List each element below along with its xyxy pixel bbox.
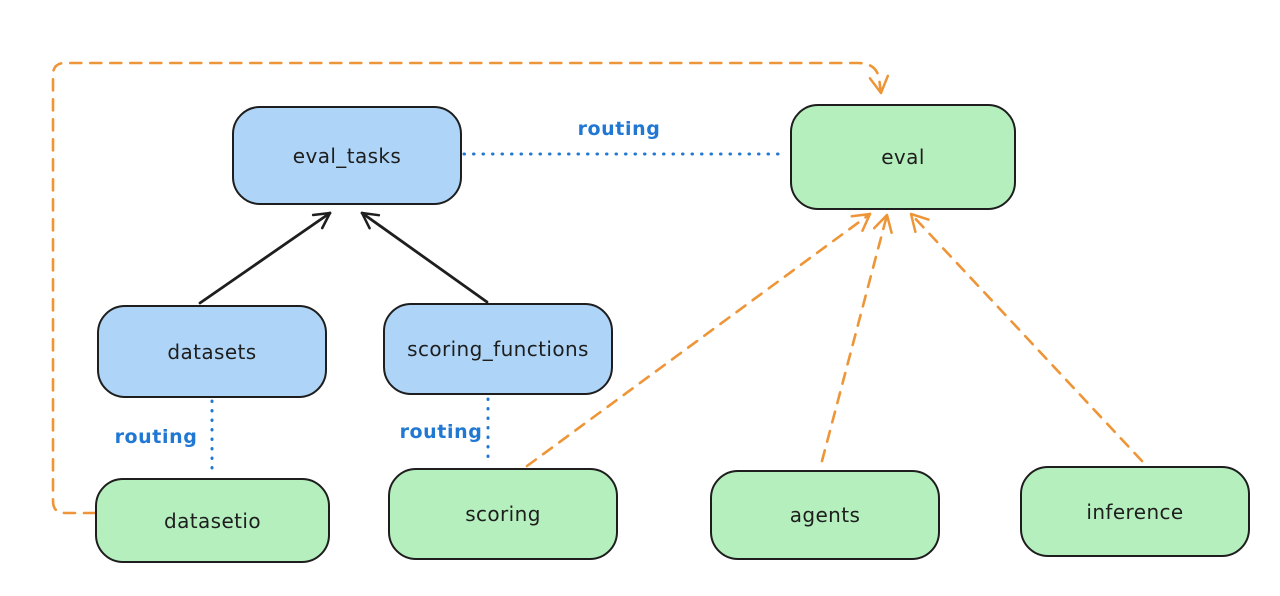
node-scoring-functions-label: scoring_functions xyxy=(407,337,589,361)
node-datasets-label: datasets xyxy=(167,339,257,364)
edge-scoring-to-eval xyxy=(525,212,872,468)
edge-inference-to-eval xyxy=(909,212,1144,463)
node-eval-label: eval xyxy=(881,145,925,169)
node-eval-tasks-label: eval_tasks xyxy=(292,143,402,168)
node-datasetio: datasetio xyxy=(95,478,330,563)
node-datasets: datasets xyxy=(97,305,327,398)
node-agents: agents xyxy=(710,470,940,560)
node-eval: eval xyxy=(790,104,1016,210)
edge-label-routing-datasets-datasetio: routing xyxy=(114,426,198,448)
node-eval-tasks: eval_tasks xyxy=(232,106,462,205)
node-datasetio-label: datasetio xyxy=(163,508,261,533)
edge-label-routing-eval-tasks-eval: routing xyxy=(577,118,661,140)
edge-scoring-functions-to-eval-tasks xyxy=(360,211,489,304)
edge-datasets-to-eval-tasks xyxy=(198,211,332,305)
edge-datasetio-to-eval xyxy=(51,61,890,515)
node-scoring-functions: scoring_functions xyxy=(383,303,613,395)
node-scoring: scoring xyxy=(388,468,618,560)
node-scoring-label: scoring xyxy=(465,502,541,526)
edge-agents-to-eval xyxy=(820,213,893,463)
node-inference: inference xyxy=(1020,466,1250,557)
node-inference-label: inference xyxy=(1086,499,1184,524)
node-agents-label: agents xyxy=(789,503,861,527)
edge-label-routing-scoring-functions-scoring: routing xyxy=(399,421,483,443)
